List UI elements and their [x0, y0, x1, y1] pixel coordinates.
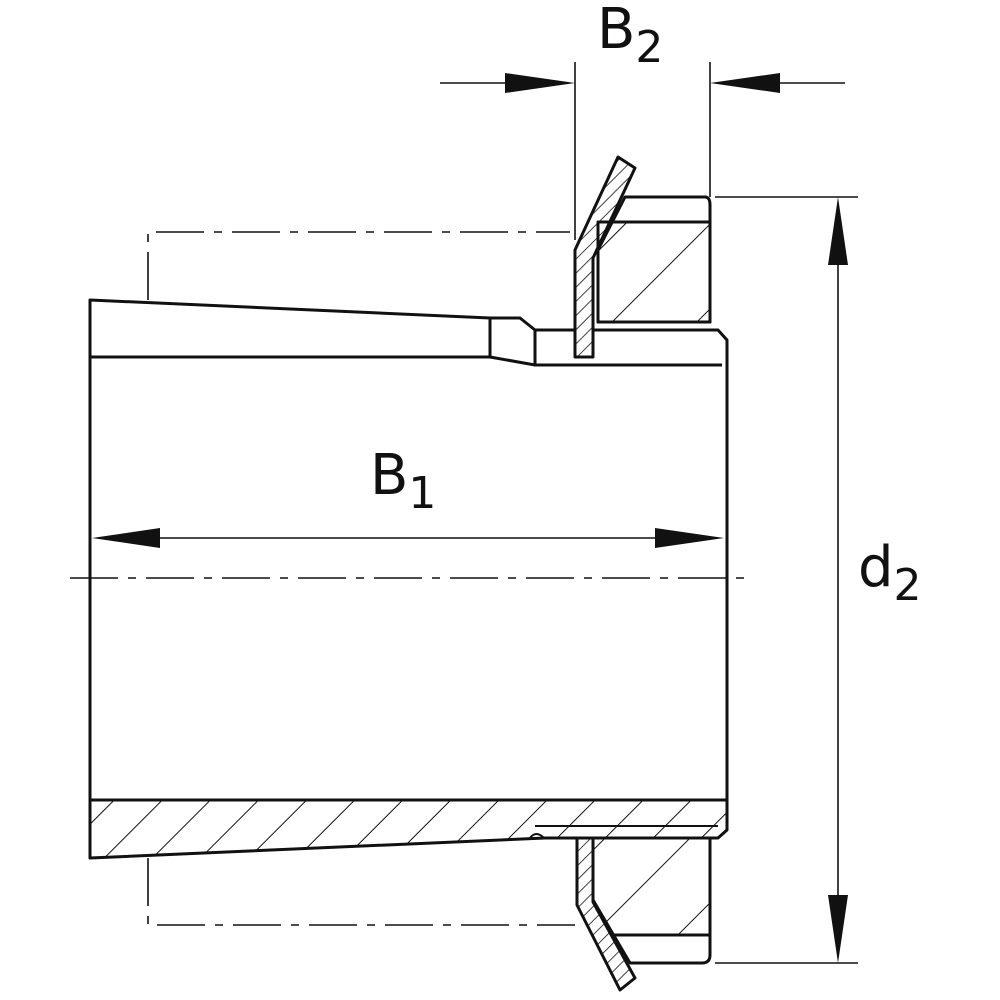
b2-dimension	[440, 62, 845, 240]
lock-nut-top	[596, 195, 712, 324]
d2-label-sub: 2	[893, 560, 922, 611]
b1-label-sub: 1	[408, 468, 437, 519]
b2-label-sub: 2	[635, 22, 664, 73]
adapter-sleeve	[88, 298, 729, 860]
d2-label-main: d	[858, 535, 894, 600]
b1-dimension	[92, 528, 724, 548]
d2-dimension	[715, 196, 858, 964]
b2-label: B2	[597, 2, 663, 70]
b2-label-main: B	[597, 0, 636, 62]
lock-nut-bottom	[591, 836, 712, 965]
lock-washer-bottom	[575, 836, 637, 992]
phantom-lines	[147, 231, 575, 926]
b1-label-main: B	[370, 443, 409, 508]
b1-label: B1	[370, 448, 436, 516]
lock-washer-top	[573, 155, 637, 359]
d2-label: d2	[858, 540, 922, 608]
